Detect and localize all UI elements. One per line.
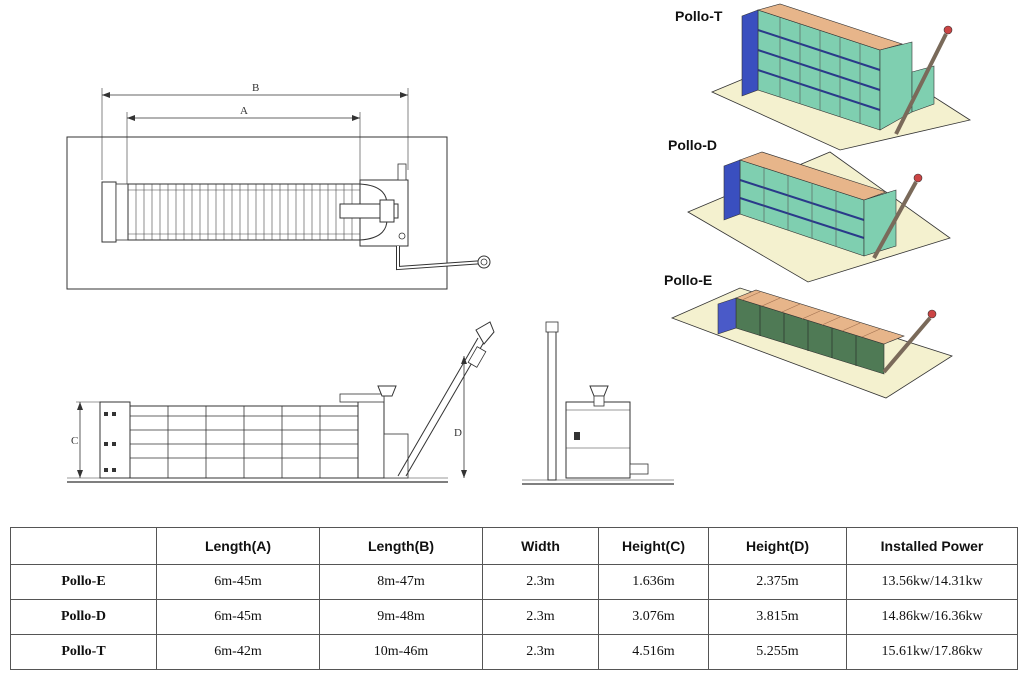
model-label-pollo-t: Pollo-T [675,8,723,24]
model-label-pollo-d: Pollo-D [668,137,717,153]
header-cell-blank [10,527,157,565]
header-cell-length-b: Length(B) [319,527,483,565]
pollo-d-render [687,151,951,283]
table-row: Pollo-D 6m-45m 9m-48m 2.3m 3.076m 3.815m… [10,599,1018,635]
table-cell: 4.516m [598,634,709,670]
spec-table: Length(A) Length(B) Width Height(C) Heig… [10,527,1018,670]
top-view-drawing: B A [66,82,491,290]
table-cell: 3.076m [598,599,709,635]
table-cell: 10m-46m [319,634,483,670]
table-cell: 13.56kw/14.31kw [846,564,1018,600]
row-model-name: Pollo-E [10,564,157,600]
end-view-drawing [522,321,674,485]
header-cell-height-d: Height(D) [708,527,847,565]
dimension-label-a: A [240,105,248,117]
header-cell-length-a: Length(A) [156,527,320,565]
table-cell: 6m-45m [156,564,320,600]
table-cell: 1.636m [598,564,709,600]
table-row: Pollo-T 6m-42m 10m-46m 2.3m 4.516m 5.255… [10,634,1018,670]
dimension-label-c: C [71,435,78,447]
header-cell-installed-power: Installed Power [846,527,1018,565]
model-label-pollo-e: Pollo-E [664,272,713,288]
table-cell: 3.815m [708,599,847,635]
header-cell-height-c: Height(C) [598,527,709,565]
table-cell: 15.61kw/17.86kw [846,634,1018,670]
header-cell-width: Width [482,527,599,565]
table-header-row: Length(A) Length(B) Width Height(C) Heig… [10,527,1018,565]
table-cell: 9m-48m [319,599,483,635]
table-cell: 8m-47m [319,564,483,600]
table-cell: 5.255m [708,634,847,670]
table-cell: 2.375m [708,564,847,600]
table-cell: 6m-45m [156,599,320,635]
pollo-e-render [670,287,953,399]
table-row: Pollo-E 6m-45m 8m-47m 2.3m 1.636m 2.375m… [10,564,1018,600]
row-model-name: Pollo-T [10,634,157,670]
side-view-drawing: C D [67,321,495,483]
table-cell: 2.3m [482,634,599,670]
pollo-t-render [710,3,972,151]
table-cell: 6m-42m [156,634,320,670]
table-cell: 2.3m [482,564,599,600]
row-model-name: Pollo-D [10,599,157,635]
table-cell: 2.3m [482,599,599,635]
table-cell: 14.86kw/16.36kw [846,599,1018,635]
dimension-label-b: B [252,82,259,94]
dimension-label-d: D [454,427,462,439]
